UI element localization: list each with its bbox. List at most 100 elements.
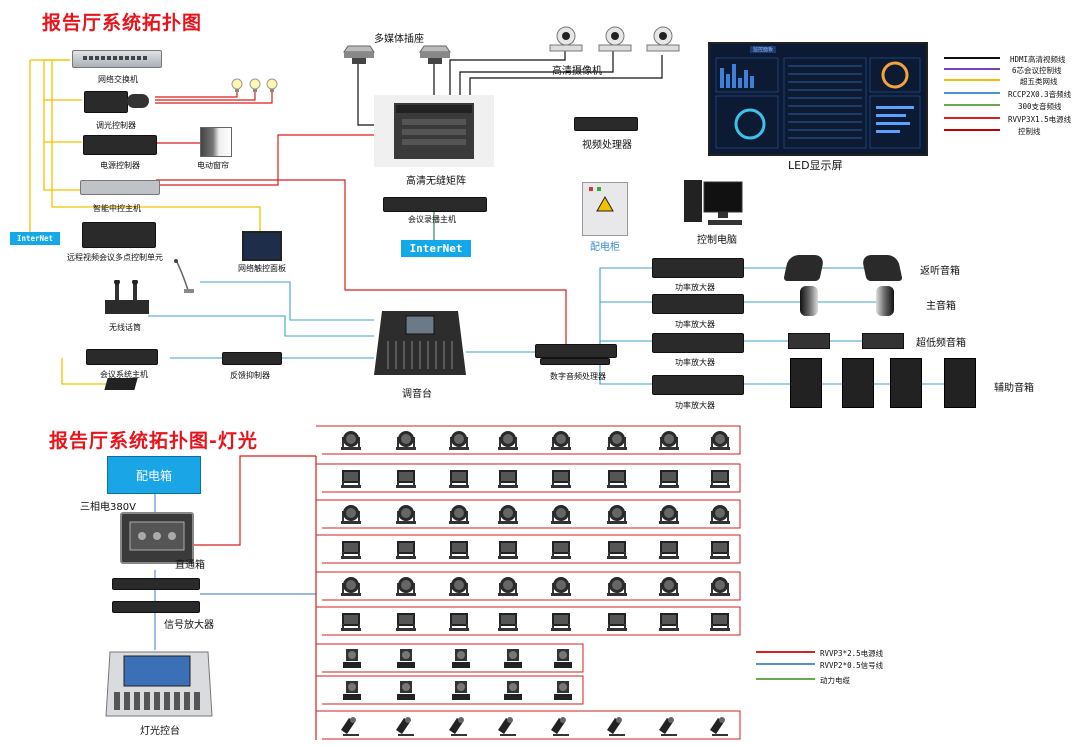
flood-light-icon bbox=[708, 610, 732, 636]
legend-rvvp-power: RVVP3*2.5电源线 bbox=[820, 649, 884, 658]
smart-central-host bbox=[80, 180, 160, 195]
par-light-icon bbox=[549, 503, 573, 529]
par-light-icon bbox=[708, 429, 732, 455]
hd-camera-1 bbox=[548, 25, 584, 57]
par-light-icon bbox=[657, 503, 681, 529]
subwoofer-1 bbox=[788, 333, 830, 349]
spot-light-icon bbox=[449, 679, 473, 705]
hd-camera-label: 高清摄像机 bbox=[552, 66, 602, 77]
mcu-unit bbox=[82, 222, 156, 248]
feedback-suppressor-label: 反馈抑制器 bbox=[230, 371, 270, 380]
flood-light-icon bbox=[496, 467, 520, 493]
power-controller bbox=[83, 135, 157, 155]
flood-light-icon bbox=[549, 467, 573, 493]
flood-light-icon bbox=[447, 538, 471, 564]
led-screen-label: LED显示屏 bbox=[788, 159, 843, 172]
lighting-console bbox=[104, 650, 214, 718]
lighting-console-label: 灯光控台 bbox=[140, 726, 180, 737]
hd-camera-2 bbox=[597, 25, 633, 57]
spot-light-icon bbox=[394, 679, 418, 705]
light-bulb-icon bbox=[229, 78, 283, 98]
par-light-icon bbox=[657, 429, 681, 455]
amplifier-2-label: 功率放大器 bbox=[675, 320, 715, 329]
par-light-icon bbox=[657, 575, 681, 601]
main-speaker-label: 主音箱 bbox=[926, 301, 956, 312]
amplifier-4 bbox=[652, 375, 744, 395]
main-speaker-2 bbox=[876, 286, 894, 316]
par-light-icon bbox=[496, 575, 520, 601]
spot-light-icon bbox=[340, 647, 364, 673]
multimedia-socket-label: 多媒体插座 bbox=[374, 34, 424, 45]
led-display-screen: 监控面板 bbox=[708, 42, 928, 156]
par-light-icon bbox=[605, 429, 629, 455]
par-light-icon bbox=[605, 575, 629, 601]
dimmer-controller-label: 调光控制器 bbox=[96, 121, 136, 130]
aux-speaker-3 bbox=[890, 358, 922, 408]
par-light-icon bbox=[549, 429, 573, 455]
aux-speaker-4 bbox=[944, 358, 976, 408]
electric-curtain-label: 电动窗帘 bbox=[197, 161, 229, 170]
video-processor bbox=[574, 117, 638, 131]
legend-control: 控制线 bbox=[1018, 127, 1041, 136]
signal-amplifier-2 bbox=[112, 601, 200, 613]
beam-light-icon bbox=[447, 714, 471, 740]
mixer-label: 调音台 bbox=[402, 389, 432, 400]
control-pc bbox=[684, 176, 746, 232]
network-panel-label: 网络触控面板 bbox=[238, 264, 286, 273]
par-light-icon bbox=[708, 575, 732, 601]
three-phase-label: 三相电380V bbox=[80, 502, 136, 513]
dsp-label: 数字音频处理器 bbox=[550, 372, 606, 381]
electric-curtain bbox=[200, 127, 232, 157]
par-light-icon bbox=[496, 429, 520, 455]
led-screen-header: 监控面板 bbox=[750, 46, 776, 53]
hd-matrix-label: 高清无缝矩阵 bbox=[406, 176, 466, 187]
amplifier-1 bbox=[652, 258, 744, 278]
feedback-suppressor bbox=[222, 352, 282, 365]
par-light-icon bbox=[394, 575, 418, 601]
beam-light-icon bbox=[657, 714, 681, 740]
main-speaker-1 bbox=[800, 286, 818, 316]
power-controller-label: 电源控制器 bbox=[100, 161, 140, 170]
legend-rvvp: RVVP3X1.5电源线 bbox=[1008, 115, 1072, 124]
direct-box bbox=[120, 512, 194, 564]
conference-host bbox=[86, 349, 158, 365]
par-light-icon bbox=[339, 503, 363, 529]
amplifier-4-label: 功率放大器 bbox=[675, 401, 715, 410]
amplifier-1-label: 功率放大器 bbox=[675, 283, 715, 292]
distribution-cabinet-label: 配电柜 bbox=[590, 242, 620, 253]
flood-light-icon bbox=[605, 538, 629, 564]
distribution-cabinet bbox=[582, 182, 628, 236]
beam-light-icon bbox=[394, 714, 418, 740]
beam-light-icon bbox=[605, 714, 629, 740]
legend-cat5: 超五类网线 bbox=[1020, 77, 1058, 86]
par-light-icon bbox=[447, 575, 471, 601]
par-light-icon bbox=[394, 503, 418, 529]
flood-light-icon bbox=[394, 610, 418, 636]
network-switch bbox=[72, 50, 162, 68]
video-processor-label: 视频处理器 bbox=[582, 140, 632, 151]
flood-light-icon bbox=[605, 610, 629, 636]
spot-light-icon bbox=[501, 647, 525, 673]
par-light-icon bbox=[394, 429, 418, 455]
subwoofer-2 bbox=[862, 333, 904, 349]
flood-light-icon bbox=[657, 467, 681, 493]
beam-light-icon bbox=[339, 714, 363, 740]
subwoofer-label: 超低频音箱 bbox=[916, 338, 966, 349]
flood-light-icon bbox=[657, 538, 681, 564]
par-light-icon bbox=[496, 503, 520, 529]
beam-light-icon bbox=[549, 714, 573, 740]
monitor-speaker-label: 返听音箱 bbox=[920, 266, 960, 277]
legend-6core: 6芯会议控制线 bbox=[1012, 66, 1062, 75]
flood-light-icon bbox=[447, 610, 471, 636]
lighting-title: 报告厅系统拓扑图-灯光 bbox=[49, 430, 258, 452]
recording-host-label: 会议录播主机 bbox=[408, 215, 456, 224]
flood-light-icon bbox=[339, 610, 363, 636]
flood-light-icon bbox=[496, 610, 520, 636]
smart-central-host-label: 智能中控主机 bbox=[93, 204, 141, 213]
internet-box-left: InterNet bbox=[10, 232, 60, 245]
flood-light-icon bbox=[549, 538, 573, 564]
network-switch-label: 网络交换机 bbox=[98, 75, 138, 84]
par-light-icon bbox=[339, 575, 363, 601]
wireless-mic-label: 无线话筒 bbox=[109, 323, 141, 332]
